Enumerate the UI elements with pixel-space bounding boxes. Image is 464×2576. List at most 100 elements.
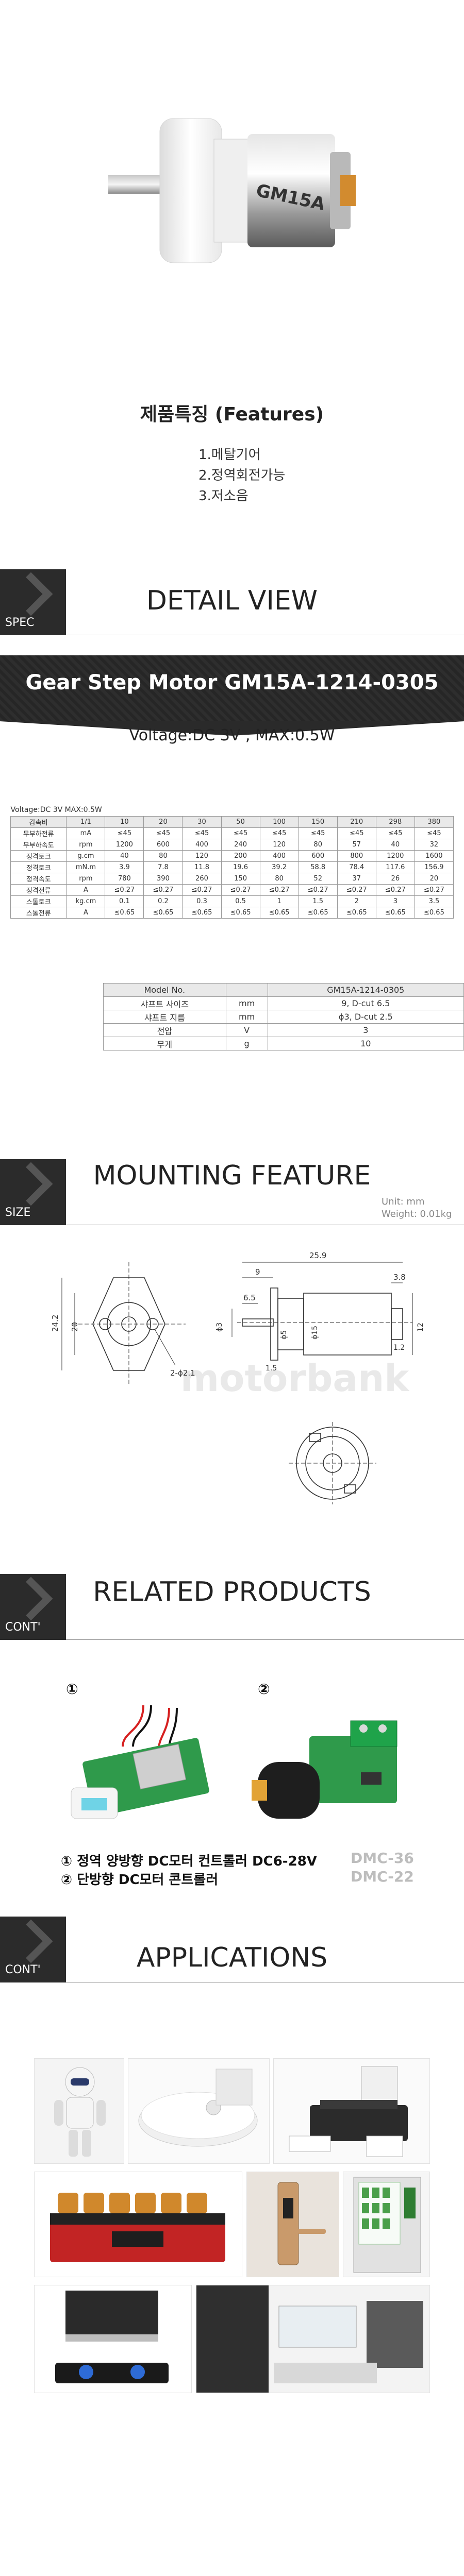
dim-mount-holes: 2-ϕ2.1 [170, 1368, 195, 1378]
applications-badge: CONT' [0, 1917, 66, 1982]
heatsink [132, 1743, 187, 1790]
table-cell: 800 [337, 850, 376, 862]
front-view [61, 1262, 186, 1386]
spec-header-cell: 380 [414, 816, 454, 828]
motor-flange [159, 118, 222, 263]
size-badge-label: SIZE [5, 1206, 31, 1219]
banner-model-name: Gear Step Motor GM15A-1214-0305 [25, 671, 439, 694]
unit-label: Unit: mm [382, 1196, 425, 1207]
table-cell: 400 [259, 850, 299, 862]
dim-tail-length: 3.8 [393, 1273, 406, 1282]
table-cell: 37 [337, 872, 376, 885]
table-cell: 무게 [103, 1037, 226, 1050]
application-vending-machine [343, 2172, 430, 2277]
table-cell: 260 [182, 872, 222, 885]
table-cell: 0.5 [221, 895, 260, 907]
table-cell: mN.m [66, 861, 106, 873]
table-cell: 9, D-cut 6.5 [267, 996, 464, 1010]
table-cell: 78.4 [337, 861, 376, 873]
table-cell: 80 [298, 838, 338, 851]
table-cell: 150 [221, 872, 260, 885]
related-badge-label: CONT' [5, 1621, 41, 1634]
table-cell: 117.6 [375, 861, 415, 873]
dim-height-total: 24.2 [52, 1315, 60, 1332]
table-cell: 샤프트 사이즈 [103, 996, 226, 1010]
spec-badge: SPEC [0, 569, 66, 635]
table-cell: 전압 [103, 1023, 226, 1037]
table-cell: ≤0.27 [337, 884, 376, 896]
table-cell: 52 [298, 872, 338, 885]
dim-c: 1.2 [393, 1344, 405, 1352]
application-grill [34, 2172, 242, 2277]
table-cell: ≤45 [375, 827, 415, 839]
table-cell: ≤0.65 [298, 906, 338, 919]
table-cell: 3 [375, 895, 415, 907]
spec-header-cell: 298 [375, 816, 415, 828]
related-item-1-code: DMC-36 [351, 1850, 414, 1867]
application-living-room [196, 2285, 430, 2393]
table-cell: 스톨토크 [10, 895, 67, 907]
table-cell: 1600 [414, 850, 454, 862]
table-cell: 10 [267, 1037, 464, 1050]
table-cell: 32 [414, 838, 454, 851]
table-cell: ≤45 [259, 827, 299, 839]
rear-view [289, 1422, 376, 1504]
section-title-applications: APPLICATIONS [136, 1942, 328, 1973]
banner-voltage-spec: Voltage:DC 3V , MAX:0.5W [129, 726, 335, 744]
table-cell: 2 [337, 895, 376, 907]
table-cell: ≤45 [298, 827, 338, 839]
spec-header-cell: 50 [221, 816, 260, 828]
related-item-1-text[interactable]: ① 정역 양방향 DC모터 컨트롤러 DC6-28V [61, 1854, 317, 1869]
table-cell: ≤0.65 [182, 906, 222, 919]
product-number-1: ① [66, 1681, 78, 1698]
related-badge: CONT' [0, 1574, 66, 1640]
terminal-block [350, 1720, 397, 1747]
dim-body-diameter: ϕ15 [311, 1326, 319, 1340]
spec-header-cell: 1/1 [66, 816, 106, 828]
table-cell: 20 [414, 872, 454, 885]
table-cell: 400 [182, 838, 222, 851]
table-cell: ≤45 [105, 827, 144, 839]
dim-flange-length: 6.5 [243, 1293, 256, 1302]
related-item-2-code: DMC-22 [351, 1868, 414, 1885]
spec-header-cell: 30 [182, 816, 222, 828]
table-cell: ≤0.27 [105, 884, 144, 896]
table-cell: ≤0.65 [414, 906, 454, 919]
table-cell: ≤45 [143, 827, 183, 839]
table-cell: rpm [66, 872, 106, 885]
section-title-detail-view: DETAIL VIEW [146, 585, 318, 616]
application-robot [34, 2058, 124, 2164]
table-cell: 780 [105, 872, 144, 885]
model-header-cell: GM15A-1214-0305 [267, 983, 464, 997]
banner-arrow [0, 721, 464, 736]
table-cell: ≤45 [414, 827, 454, 839]
product-image-dmc22[interactable] [247, 1700, 412, 1834]
table-cell: g.cm [66, 850, 106, 862]
table-cell: ≤0.27 [221, 884, 260, 896]
motor-photo: GM15A [108, 118, 356, 263]
related-item-2-text[interactable]: ② 단방향 DC모터 콘트롤러 [61, 1872, 219, 1888]
table-cell: ≤0.65 [221, 906, 260, 919]
table-cell: 156.9 [414, 861, 454, 873]
table-cell: mm [225, 996, 268, 1010]
dim-boss-diameter: ϕ5 [280, 1330, 288, 1340]
motor-can [247, 134, 335, 247]
spec-header-cell: 감속비 [10, 816, 67, 828]
spec-header-cell: 150 [298, 816, 338, 828]
model-table-header: Model No.GM15A-1214-0305 [103, 983, 464, 997]
feature-item-reversible: 2.정역회전가능 [198, 468, 286, 483]
divider [66, 1639, 464, 1640]
table-cell: 80 [259, 872, 299, 885]
product-image-dmc36[interactable] [66, 1700, 221, 1834]
dim-shaft-length: 9 [255, 1267, 260, 1277]
table-cell: 40 [375, 838, 415, 851]
